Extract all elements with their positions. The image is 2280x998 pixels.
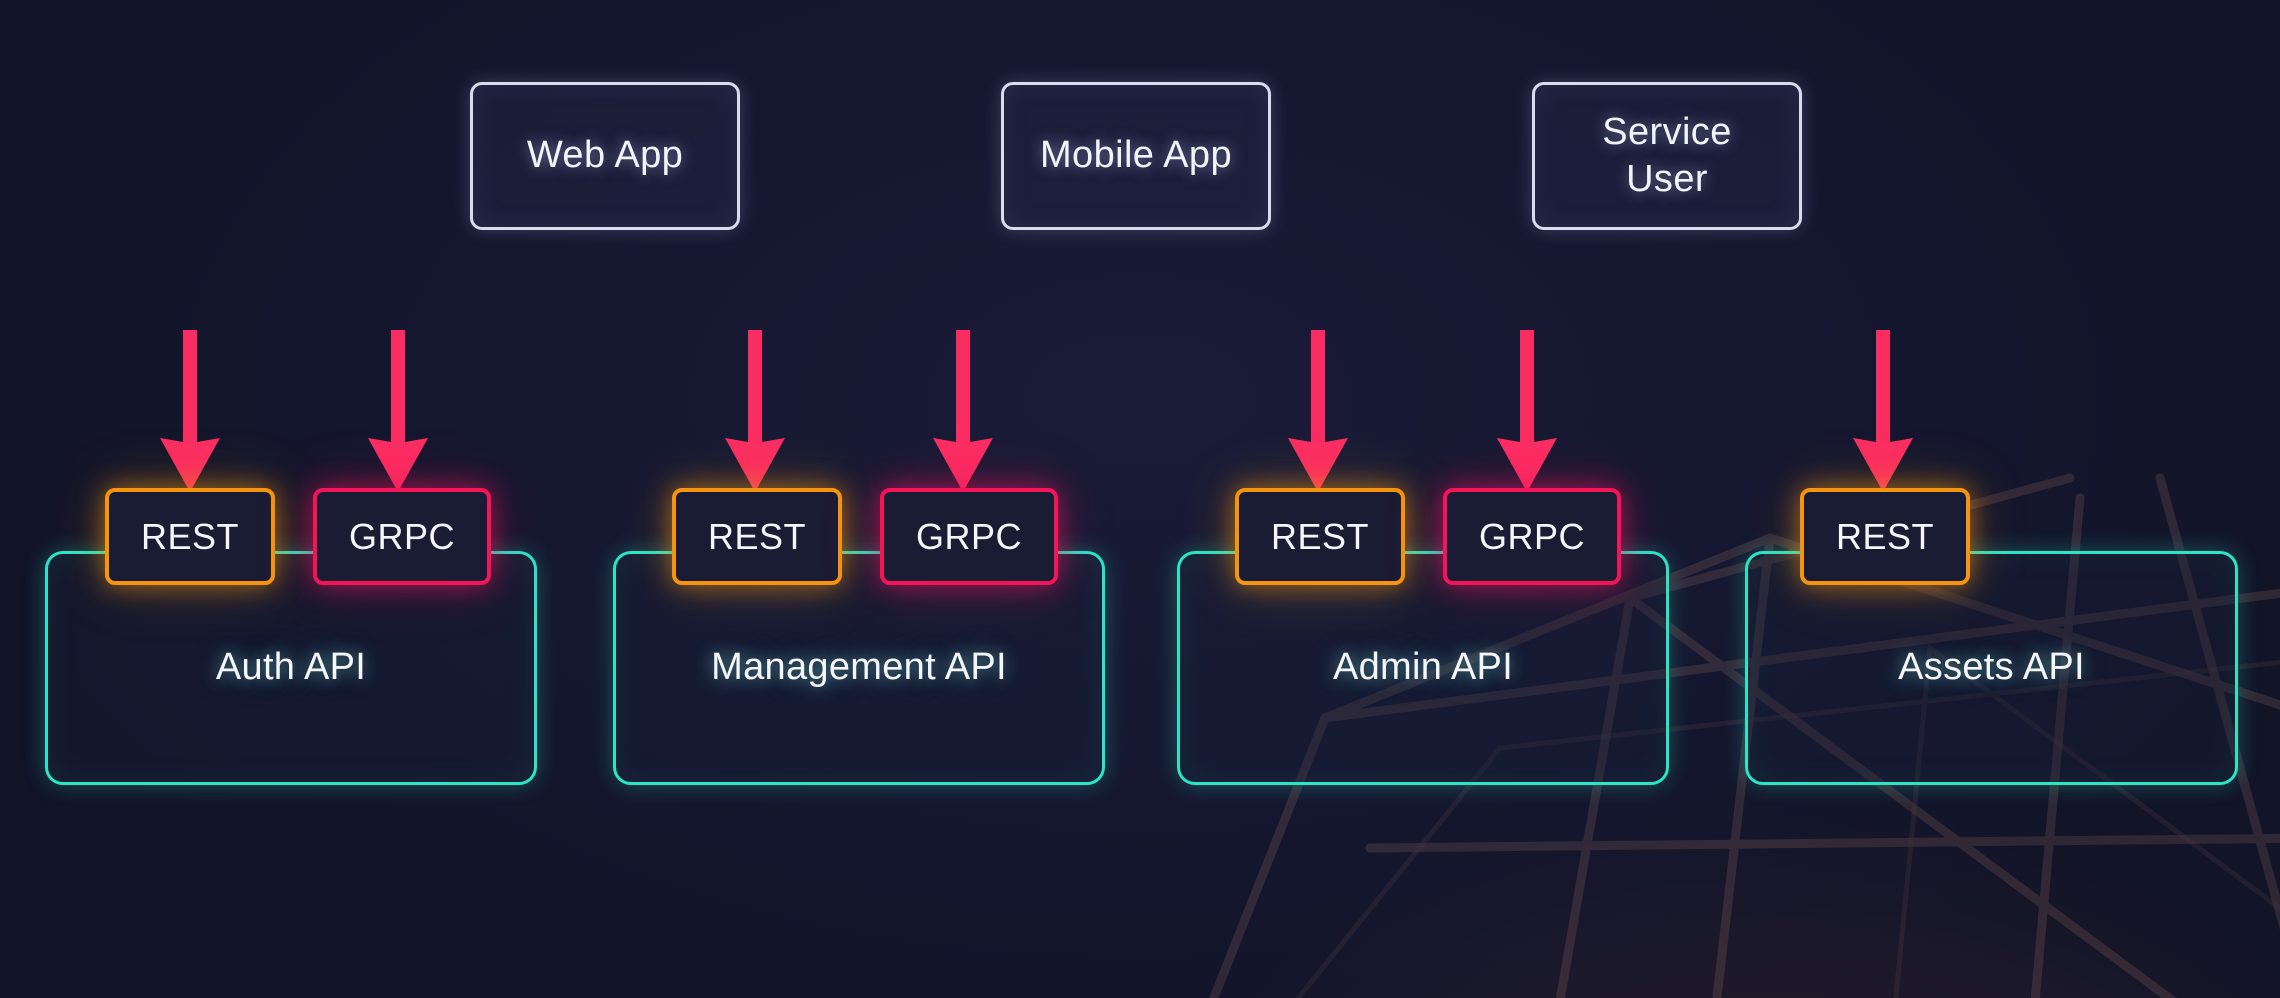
- client-box-service-user[interactable]: Service User: [1532, 82, 1802, 230]
- client-box-label: Web App: [526, 134, 684, 177]
- protocol-badge-label: REST: [1270, 515, 1369, 557]
- protocol-badge-label: REST: [707, 515, 806, 557]
- protocol-badge-label: GRPC: [348, 515, 455, 557]
- protocol-badge-auth-rest[interactable]: REST: [105, 488, 275, 585]
- api-group-management[interactable]: Management API: [613, 551, 1105, 785]
- protocol-badge-management-rest[interactable]: REST: [672, 488, 842, 585]
- api-group-admin[interactable]: Admin API: [1177, 551, 1669, 785]
- protocol-badge-label: REST: [140, 515, 239, 557]
- client-box-label: Mobile App: [1039, 134, 1232, 177]
- api-group-label: Auth API: [215, 646, 367, 688]
- api-group-label: Management API: [711, 646, 1007, 688]
- arrow-web-to-auth-rest: [160, 330, 220, 492]
- protocol-badge-label: REST: [1835, 515, 1934, 557]
- arrow-mobile-to-management-grpc: [933, 330, 993, 492]
- arrow-web-to-auth-grpc: [368, 330, 428, 492]
- api-group-label: Admin API: [1332, 646, 1514, 688]
- api-group-auth[interactable]: Auth API: [45, 551, 537, 785]
- protocol-badge-management-grpc[interactable]: GRPC: [880, 488, 1058, 585]
- client-box-mobile-app[interactable]: Mobile App: [1001, 82, 1271, 230]
- protocol-badge-assets-rest[interactable]: REST: [1800, 488, 1970, 585]
- api-group-label: Assets API: [1898, 646, 2085, 688]
- protocol-badge-admin-grpc[interactable]: GRPC: [1443, 488, 1621, 585]
- arrow-service-to-admin-grpc: [1497, 330, 1557, 492]
- protocol-badge-label: GRPC: [1478, 515, 1585, 557]
- client-box-label: Service User: [1602, 110, 1732, 201]
- protocol-badge-admin-rest[interactable]: REST: [1235, 488, 1405, 585]
- arrow-mobile-to-management-rest: [725, 330, 785, 492]
- protocol-badge-label: GRPC: [915, 515, 1022, 557]
- protocol-badge-auth-grpc[interactable]: GRPC: [313, 488, 491, 585]
- client-box-web-app[interactable]: Web App: [470, 82, 740, 230]
- arrow-service-to-assets-rest: [1853, 330, 1913, 492]
- arrow-service-to-admin-rest: [1288, 330, 1348, 492]
- api-group-assets[interactable]: Assets API: [1745, 551, 2238, 785]
